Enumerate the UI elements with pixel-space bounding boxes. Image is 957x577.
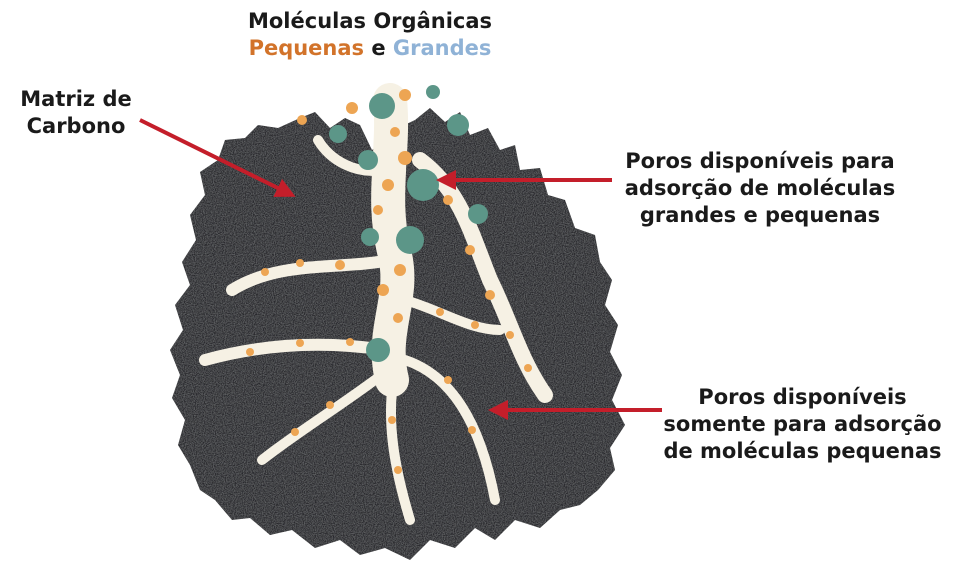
small-molecule xyxy=(399,89,411,101)
small-molecule xyxy=(261,268,269,276)
large-molecules-word: Grandes xyxy=(393,36,492,60)
small-molecule xyxy=(246,348,254,356)
large-molecule xyxy=(396,226,424,254)
small-molecule xyxy=(468,426,476,434)
pores-large-line: adsorção de moléculas xyxy=(600,175,920,202)
pores-small-line: Poros disponíveis xyxy=(650,384,955,411)
large-molecule xyxy=(358,150,378,170)
pores-small-line: de moléculas pequenas xyxy=(650,438,955,465)
pores-small-line: somente para adsorção xyxy=(650,411,955,438)
small-molecule xyxy=(390,127,400,137)
matrix-label: Matriz de Carbono xyxy=(6,86,146,140)
large-molecule xyxy=(369,93,395,119)
small-molecule xyxy=(296,259,304,267)
small-molecule xyxy=(297,115,307,125)
small-molecule xyxy=(373,205,383,215)
small-molecule xyxy=(326,401,334,409)
small-molecule xyxy=(398,151,412,165)
small-molecule xyxy=(346,102,358,114)
connector-word: e xyxy=(371,36,385,60)
small-molecule xyxy=(436,308,444,316)
small-molecule xyxy=(443,195,453,205)
small-molecule xyxy=(335,260,345,270)
large-molecule xyxy=(329,125,347,143)
large-molecule xyxy=(366,338,390,362)
small-molecule xyxy=(377,284,389,296)
small-molecule xyxy=(393,313,403,323)
large-molecule xyxy=(468,204,488,224)
pores-small-label: Poros disponíveis somente para adsorção … xyxy=(650,384,955,465)
small-molecule xyxy=(382,179,394,191)
title-line-2: Pequenas e Grandes xyxy=(200,35,540,62)
small-molecule xyxy=(471,321,479,329)
small-molecule xyxy=(296,339,304,347)
large-molecule xyxy=(361,228,379,246)
matrix-label-line: Carbono xyxy=(6,113,146,140)
large-molecule xyxy=(407,169,439,201)
diagram-title: Moléculas Orgânicas Pequenas e Grandes xyxy=(200,8,540,62)
small-molecule xyxy=(465,245,475,255)
title-line-1: Moléculas Orgânicas xyxy=(200,8,540,35)
small-molecule xyxy=(346,338,354,346)
small-molecule xyxy=(394,466,402,474)
small-molecule xyxy=(388,416,396,424)
pores-large-line: grandes e pequenas xyxy=(600,202,920,229)
pores-large-label: Poros disponíveis para adsorção de moléc… xyxy=(600,148,920,229)
small-molecule xyxy=(394,264,406,276)
large-molecule xyxy=(447,114,469,136)
matrix-label-line: Matriz de xyxy=(6,86,146,113)
small-molecule xyxy=(485,290,495,300)
small-molecule xyxy=(444,376,452,384)
large-molecule xyxy=(426,85,440,99)
pores-large-line: Poros disponíveis para xyxy=(600,148,920,175)
small-molecule xyxy=(291,428,299,436)
small-molecule xyxy=(524,364,532,372)
small-molecule xyxy=(506,331,514,339)
small-molecules-word: Pequenas xyxy=(249,36,364,60)
